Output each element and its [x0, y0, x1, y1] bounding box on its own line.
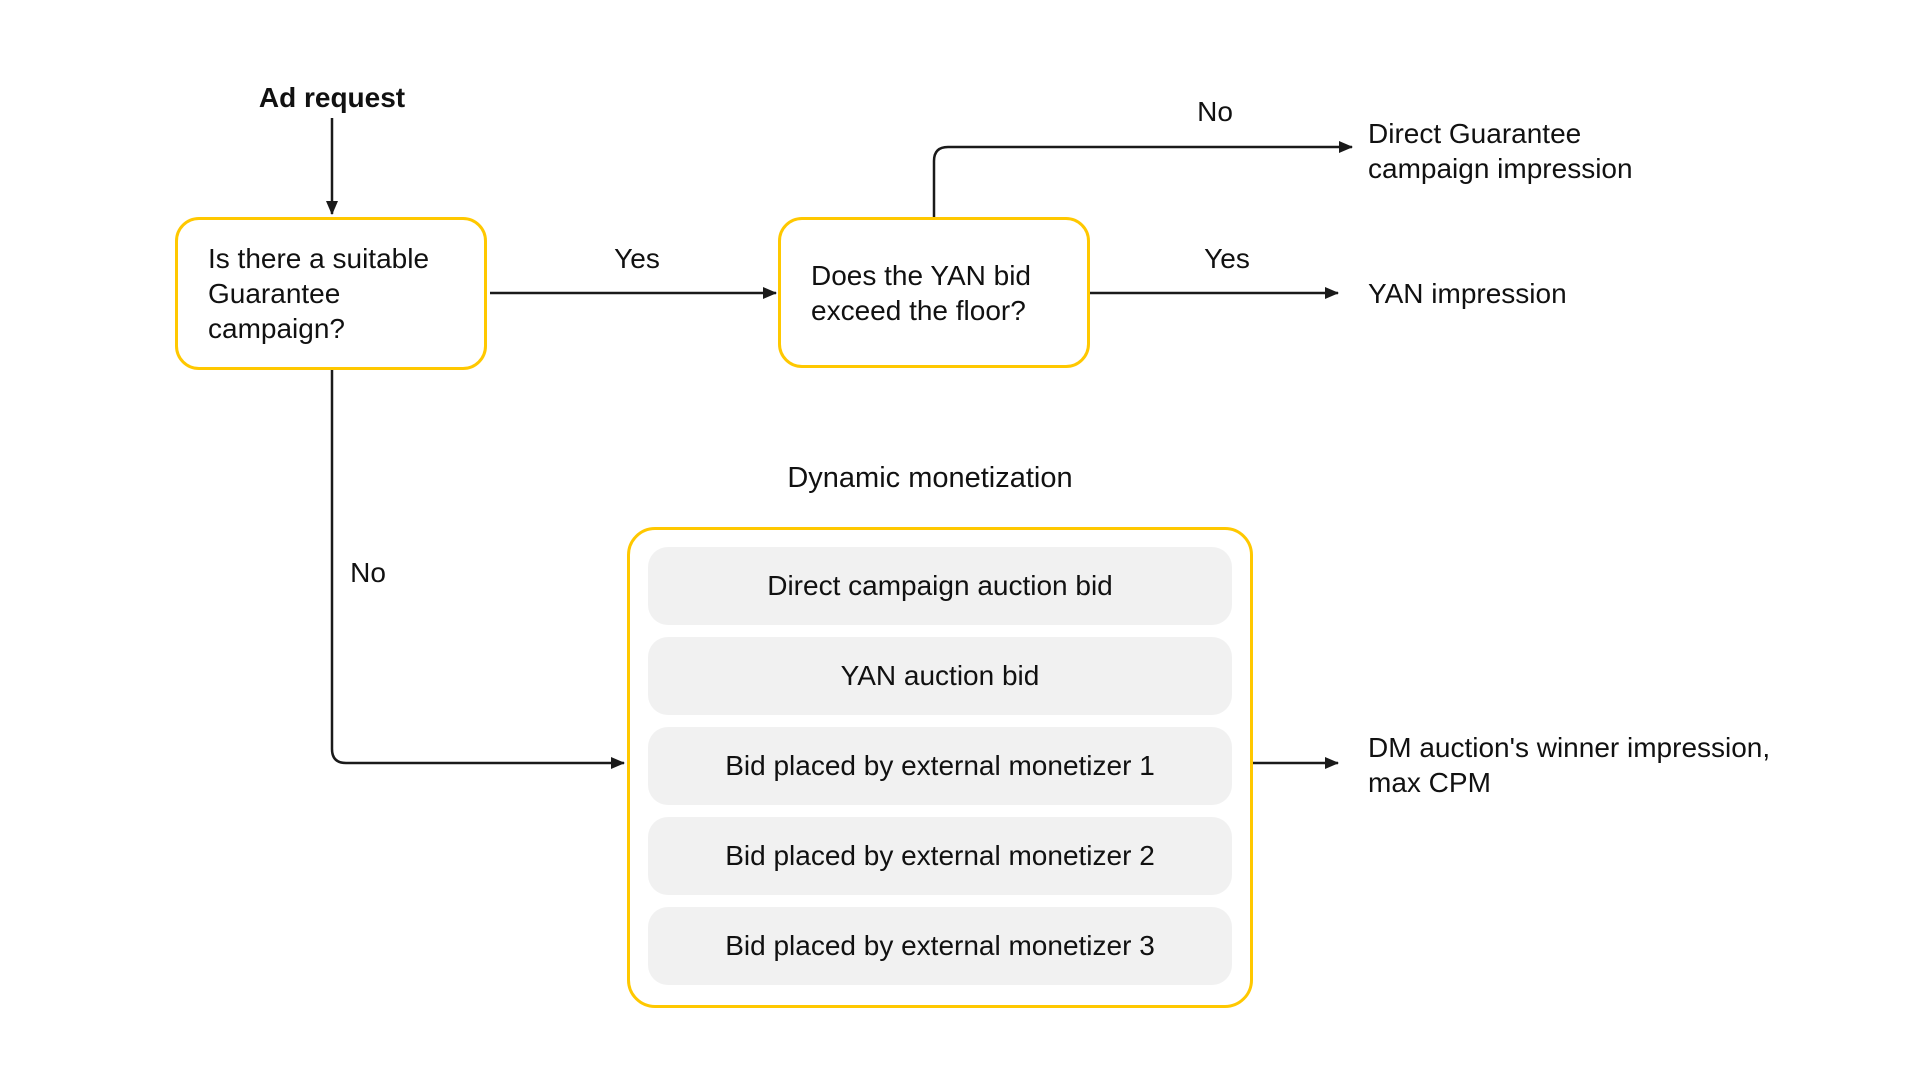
- dm-item-external-monetizer-1: Bid placed by external monetizer 1: [648, 727, 1232, 805]
- flow-start-label: Ad request: [258, 82, 406, 113]
- connector-q2-no-to-direct-guarantee: [932, 141, 1353, 217]
- dm-group-title: Dynamic monetization: [787, 462, 1073, 494]
- question-box-guarantee-campaign: Is there a suitable Guarantee campaign?: [175, 217, 487, 370]
- outcome-yan-impression: YAN impression: [1368, 278, 1567, 309]
- outcome-direct-guarantee-impression: Direct Guarantee campaign impression: [1368, 118, 1633, 184]
- dm-group-box: Direct campaign auction bid YAN auction …: [627, 527, 1253, 1008]
- edge-label-q1-no: No: [350, 557, 386, 588]
- edge-label-q1-yes: Yes: [614, 243, 660, 274]
- edge-label-q2-yes: Yes: [1204, 243, 1250, 274]
- outcome-dm-winner-impression: DM auction's winner impression, max CPM: [1368, 732, 1771, 798]
- question-text-yan-bid-floor: Does the YAN bid exceed the floor?: [811, 259, 1031, 326]
- dm-item-direct-campaign-bid: Direct campaign auction bid: [648, 547, 1232, 625]
- question-text-guarantee-campaign: Is there a suitable Guarantee campaign?: [208, 243, 430, 344]
- dm-item-external-monetizer-2: Bid placed by external monetizer 2: [648, 817, 1232, 895]
- edge-label-q2-no: No: [1197, 96, 1233, 127]
- dm-item-external-monetizer-3: Bid placed by external monetizer 3: [648, 907, 1232, 985]
- connector-q1-no-to-dm-box: [330, 370, 625, 769]
- question-box-yan-bid-floor: Does the YAN bid exceed the floor?: [778, 217, 1090, 368]
- dm-item-yan-auction-bid: YAN auction bid: [648, 637, 1232, 715]
